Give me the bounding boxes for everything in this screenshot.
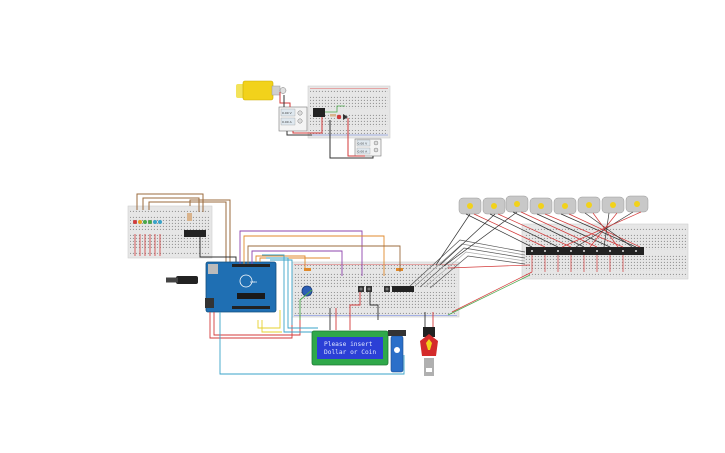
ic-chip-left[interactable] bbox=[184, 230, 206, 237]
wire-red-top-1[interactable] bbox=[279, 92, 291, 107]
wire-brown-left-1[interactable] bbox=[136, 193, 204, 212]
supply-top-voltage: 0.00 V bbox=[282, 111, 293, 115]
breadboard-main[interactable] bbox=[291, 261, 460, 318]
right-board-wires bbox=[531, 255, 624, 272]
lcd-display[interactable]: Please insert Dollar or Coin bbox=[311, 330, 389, 366]
servo-motor[interactable] bbox=[388, 330, 406, 373]
arduino-uno[interactable]: UNO bbox=[205, 261, 277, 313]
lcd-line-1: Please insert bbox=[324, 341, 373, 348]
power-supply-bottom-top-area[interactable]: 0.00 V 0.00 A bbox=[354, 138, 382, 157]
wire-black-left[interactable] bbox=[199, 237, 237, 265]
wire-red-top-3[interactable] bbox=[347, 118, 365, 157]
wire-black-top-3[interactable] bbox=[329, 120, 374, 159]
supply-top-current: 0.00 A bbox=[282, 120, 293, 124]
led-red-top[interactable] bbox=[336, 114, 342, 120]
wire-red-top-2[interactable] bbox=[292, 117, 323, 134]
main-to-right-wires bbox=[409, 211, 533, 316]
resistor-left[interactable] bbox=[187, 213, 192, 221]
wire-black-top-2[interactable] bbox=[286, 131, 312, 136]
dc-motor-4[interactable] bbox=[529, 197, 553, 215]
lcd-line-2: Dollar or Coin bbox=[324, 349, 376, 356]
motor-wires bbox=[465, 211, 642, 248]
wire-brown-left-3[interactable] bbox=[148, 201, 227, 262]
led-circuit bbox=[127, 193, 237, 265]
potentiometer[interactable] bbox=[301, 285, 313, 297]
usb-cable-left[interactable] bbox=[166, 276, 198, 284]
breadboard-left[interactable] bbox=[127, 205, 213, 259]
arduino-brand-label: UNO bbox=[250, 280, 257, 284]
dc-motor-8[interactable] bbox=[625, 195, 649, 213]
resistor-main-2[interactable] bbox=[396, 268, 403, 271]
wire-brown-left-4[interactable] bbox=[189, 199, 231, 264]
pushbuttons-main[interactable] bbox=[358, 286, 390, 292]
resistor-top[interactable] bbox=[330, 114, 336, 117]
dc-motor-5[interactable] bbox=[553, 197, 577, 215]
arduino-wires bbox=[209, 230, 405, 375]
wire-green-top[interactable] bbox=[325, 105, 345, 113]
top-circuit: 0.00 V 0.00 A 0.00 V 0.00 A bbox=[236, 80, 391, 159]
dc-motor-7[interactable] bbox=[601, 196, 625, 214]
dc-motor-6[interactable] bbox=[577, 196, 601, 214]
diode-top[interactable] bbox=[343, 114, 348, 120]
motor-row bbox=[458, 195, 649, 215]
resistor-main-1[interactable] bbox=[304, 268, 311, 271]
ic-chip-main[interactable] bbox=[392, 286, 414, 292]
relay-module-top[interactable] bbox=[313, 108, 325, 117]
power-supply-top[interactable]: 0.00 V 0.00 A bbox=[278, 106, 308, 132]
supply-bottom-current: 0.00 A bbox=[358, 150, 369, 154]
supply-bottom-voltage: 0.00 V bbox=[358, 142, 369, 146]
coin-acceptor[interactable] bbox=[420, 327, 438, 376]
dc-motor-yellow[interactable] bbox=[236, 80, 287, 101]
dc-motor-1[interactable] bbox=[458, 197, 482, 215]
dc-motor-2[interactable] bbox=[482, 197, 506, 215]
led-bar[interactable] bbox=[133, 220, 162, 224]
dc-motor-3[interactable] bbox=[505, 195, 529, 213]
wire-brown-left-2[interactable] bbox=[142, 197, 200, 212]
